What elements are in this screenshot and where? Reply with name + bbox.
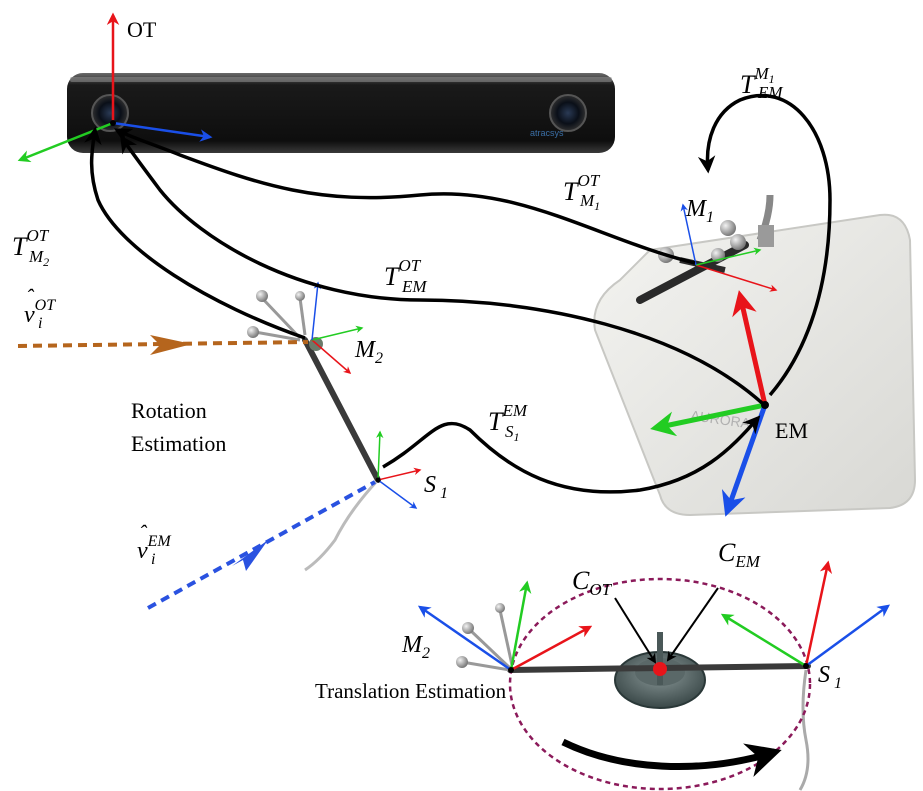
lens-right (549, 94, 587, 132)
rotation-arrow (561, 738, 782, 777)
math-v-ot-hat: ˆ (26, 284, 35, 309)
curve-t-s1-em (382, 415, 761, 494)
curve-t-m1-ot (113, 128, 696, 265)
curve-t-m2-ot (84, 126, 306, 340)
center-point (653, 662, 667, 676)
math-m2-top: M2 (354, 337, 383, 367)
frame-m2-bottom (417, 580, 593, 673)
curve-t-em-ot (120, 135, 764, 405)
lens-left (91, 94, 129, 132)
optical-tracker-camera: atracsys (67, 73, 615, 153)
pivot-calibration (456, 577, 812, 791)
device-brand: atracsys (530, 128, 564, 138)
label-translation: Translation Estimation (315, 679, 507, 703)
ot-ray-arrowhead (150, 335, 192, 355)
math-v-em-hat: ˆ (139, 520, 148, 545)
frame-m2-top (311, 281, 364, 374)
em-direction-ray (147, 480, 376, 610)
math-c-ot: COT (572, 566, 613, 599)
frame-m1 (680, 203, 778, 292)
label-rotation-1: Rotation (131, 398, 207, 423)
label-rotation-2: Estimation (131, 431, 226, 456)
pivot-ellipse (508, 577, 812, 791)
c-ot-pointer (614, 597, 657, 664)
c-em-pointer (666, 587, 719, 662)
math-m2-bottom: M2 (401, 632, 430, 662)
curve-t-em-m1 (697, 93, 832, 397)
math-c-em: CEM (718, 538, 761, 571)
em-ray-arrowhead (232, 540, 268, 571)
frame-s1-top (375, 430, 422, 509)
ot-direction-ray (17, 340, 309, 348)
frame-s1-bottom (720, 560, 891, 669)
label-em: EM (775, 418, 808, 443)
label-ot: OT (127, 17, 157, 42)
math-m1: M1 (685, 196, 714, 226)
